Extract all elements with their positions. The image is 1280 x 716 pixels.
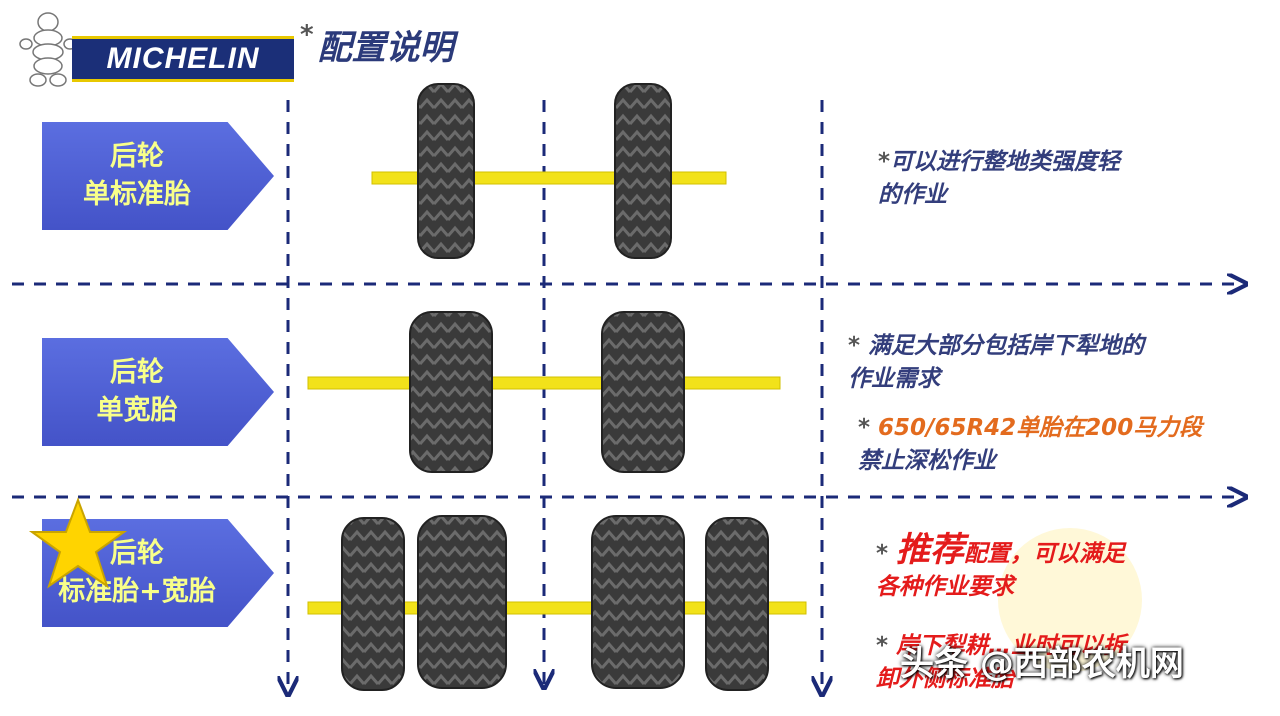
note-row1: *可以进行整地类强度轻 的作业 (878, 149, 1121, 208)
michelin-logo: MICHELIN (18, 8, 294, 88)
tire-row3-inner-right (591, 515, 685, 689)
tire-row1-left (417, 83, 475, 259)
row-label-single-standard: 后轮 单标准胎 (42, 122, 274, 230)
tire-row3-inner-left (417, 515, 507, 689)
tire-row3-outer-right (705, 517, 769, 691)
tire-row2-right (601, 311, 685, 473)
note-row2-a: * 满足大部分包括岸下犁地的 作业需求 (848, 333, 1145, 392)
watermark: 头条 @西部农机网 (900, 644, 1184, 684)
tire-row3-outer-left (341, 517, 405, 691)
axle-row2 (307, 376, 781, 390)
highlight-circle (998, 528, 1142, 672)
row-label-single-wide: 后轮 单宽胎 (42, 338, 274, 446)
logo-wordmark: MICHELIN (72, 36, 294, 82)
note-row3-a: * 推荐配置，可以满足 各种作业要求 (876, 530, 1126, 600)
note-row2-b: * 650/65R42单胎在200马力段 禁止深松作业 (858, 415, 1203, 474)
tire-row2-left (409, 311, 493, 473)
page-title: *配置说明 (300, 20, 454, 68)
star-icon (28, 497, 128, 589)
tire-row1-right (614, 83, 672, 259)
note-row3-b: * 岸下犁耕…业时可以拆 卸外侧标准胎 (876, 633, 1127, 692)
